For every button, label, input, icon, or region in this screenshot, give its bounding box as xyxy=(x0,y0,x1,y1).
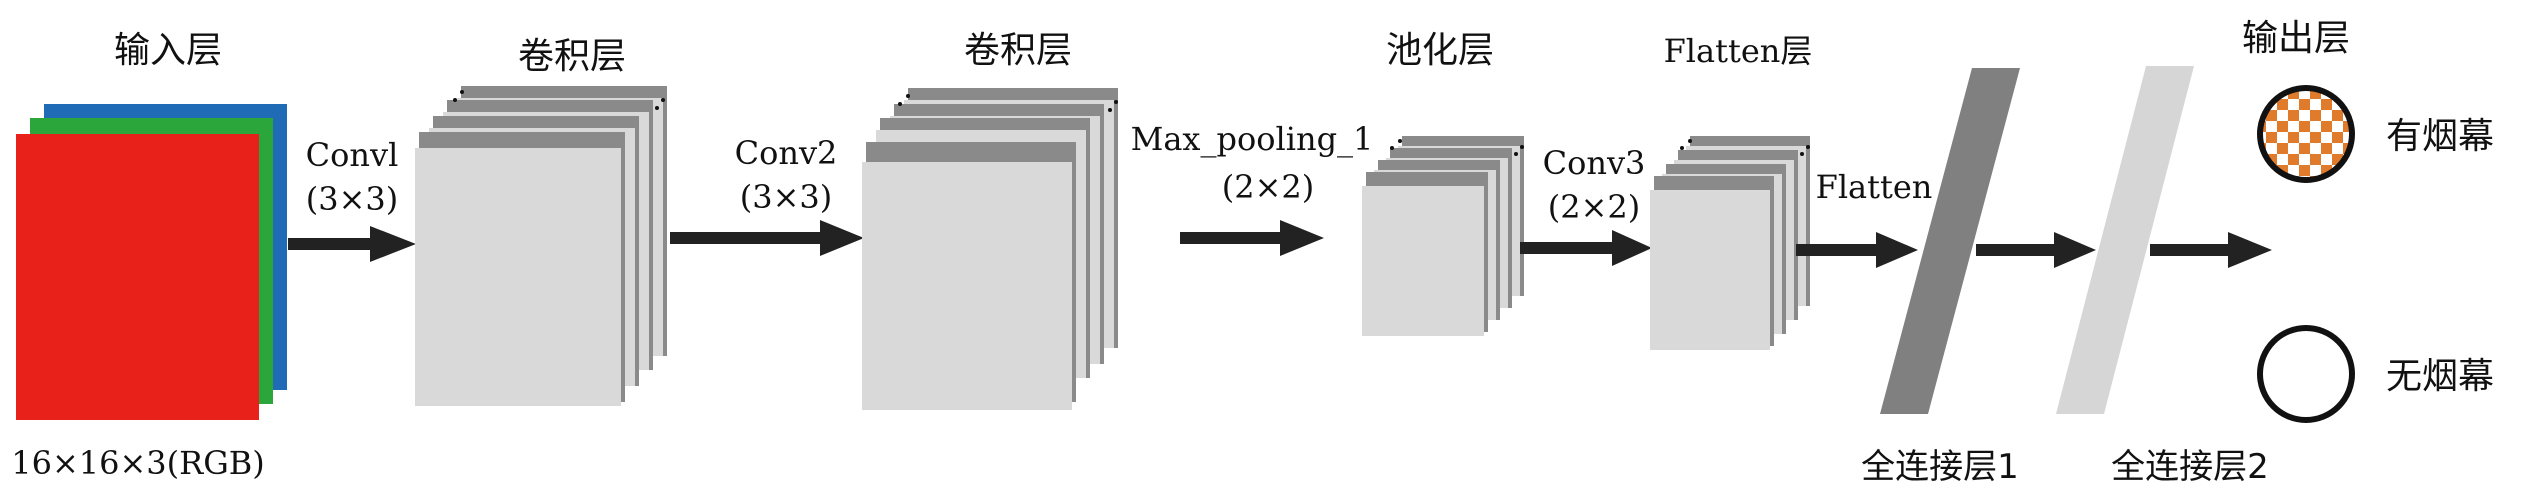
conv-layer-1-maps xyxy=(415,86,667,406)
conv1-op-kernel: (3×3) xyxy=(306,180,399,218)
conv1-op-name: Convl xyxy=(306,136,399,174)
flatten-dot-4 xyxy=(1806,145,1810,149)
arrow-pool xyxy=(1180,220,1324,256)
conv2-dot-2 xyxy=(906,94,910,98)
conv3-op-name: Conv3 xyxy=(1543,144,1646,182)
input-channel-red xyxy=(16,134,259,420)
flatten-dot-3 xyxy=(1800,152,1804,156)
conv2-op-name: Conv2 xyxy=(735,134,838,172)
conv1-dot-1 xyxy=(453,98,457,102)
pool-dot-1 xyxy=(1390,146,1394,150)
fc-layer-1-caption: 全连接层1 xyxy=(1861,447,2019,487)
pool-layer-title: 池化层 xyxy=(1386,30,1494,71)
output-class-smoke-label: 有烟幕 xyxy=(2386,116,2494,157)
input-layer-caption: 16×16×3(RGB) xyxy=(11,444,265,482)
output-layer-title: 输出层 xyxy=(2242,18,2350,59)
conv-layer-1-title: 卷积层 xyxy=(518,36,626,77)
arrow-flatten xyxy=(1796,232,1918,268)
conv2-dot-4 xyxy=(1114,100,1118,104)
conv1-dot-2 xyxy=(460,90,464,94)
fc-layer-2-caption: 全连接层2 xyxy=(2111,447,2269,487)
flatten-op-name: Flatten xyxy=(1816,168,1933,206)
flatten-dot-2 xyxy=(1688,139,1692,143)
output-class-no-smoke-node xyxy=(2257,325,2355,423)
flatten-layer-maps xyxy=(1650,136,1810,350)
pool-dot-2 xyxy=(1398,139,1402,143)
conv1-dot-4 xyxy=(661,98,665,102)
input-rgb-stack xyxy=(16,104,287,420)
conv2-dot-1 xyxy=(898,102,902,106)
conv-layer-2-maps xyxy=(862,88,1118,410)
conv1-dot-3 xyxy=(655,106,659,110)
output-class-smoke-node xyxy=(2257,85,2355,183)
flatten-layer-title: Flatten层 xyxy=(1664,32,1813,70)
conv2-dot-3 xyxy=(1108,108,1112,112)
flatten-map-front xyxy=(1650,190,1770,350)
fc-layer-2-bar xyxy=(2056,66,2194,414)
conv-layer-2-title: 卷积层 xyxy=(964,30,1072,71)
arrow-fc2 xyxy=(2150,232,2272,268)
pool-map-front xyxy=(1362,186,1484,336)
conv1-map-front xyxy=(415,148,621,406)
conv2-map-front xyxy=(862,162,1072,410)
pool-dot-4 xyxy=(1520,145,1524,149)
conv2-op-kernel: (3×3) xyxy=(740,178,833,216)
pool-layer-maps xyxy=(1362,136,1524,336)
output-class-no-smoke-label: 无烟幕 xyxy=(2386,356,2494,397)
pool-dot-3 xyxy=(1514,152,1518,156)
conv3-op-kernel: (2×2) xyxy=(1548,188,1641,226)
arrow-conv2 xyxy=(670,220,864,256)
arrow-fc1 xyxy=(1976,232,2096,268)
pool-op-name: Max_pooling_1 xyxy=(1131,120,1374,158)
flatten-dot-1 xyxy=(1680,146,1684,150)
arrow-conv1 xyxy=(288,226,416,262)
arrow-conv3 xyxy=(1520,230,1652,266)
pool-op-kernel: (2×2) xyxy=(1222,168,1315,206)
fc-layer-1-bar xyxy=(1880,68,2020,414)
input-layer-title: 输入层 xyxy=(114,30,222,71)
